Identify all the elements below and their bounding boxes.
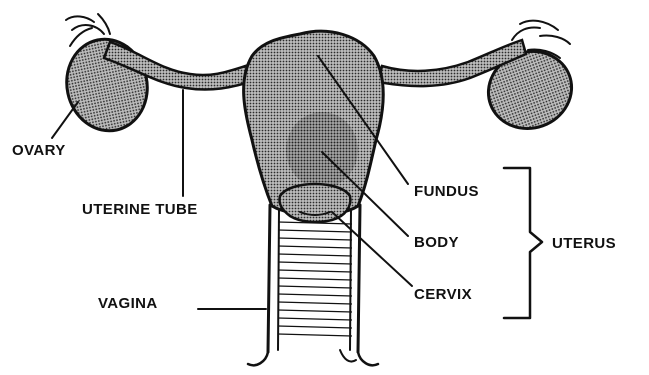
vagina-left-wall-inner [278, 210, 279, 350]
label-cervix: CERVIX [414, 286, 472, 303]
label-body: BODY [414, 234, 459, 251]
vagina-left-wall [268, 205, 270, 352]
label-uterine-tube: UTERINE TUBE [82, 201, 198, 218]
cervix [279, 184, 350, 222]
leader-ovary [52, 102, 78, 138]
vagina-right-wall-inner [350, 210, 351, 350]
label-vagina: VAGINA [98, 295, 158, 312]
label-uterus: UTERUS [552, 235, 616, 252]
vagina-left-flare [248, 352, 268, 365]
vagina-right-flare [358, 352, 378, 365]
label-ovary: OVARY [12, 142, 66, 159]
uterus-bracket [504, 168, 542, 318]
vagina [248, 205, 378, 365]
label-fundus: FUNDUS [414, 183, 479, 200]
vagina-right-wall [358, 205, 360, 352]
